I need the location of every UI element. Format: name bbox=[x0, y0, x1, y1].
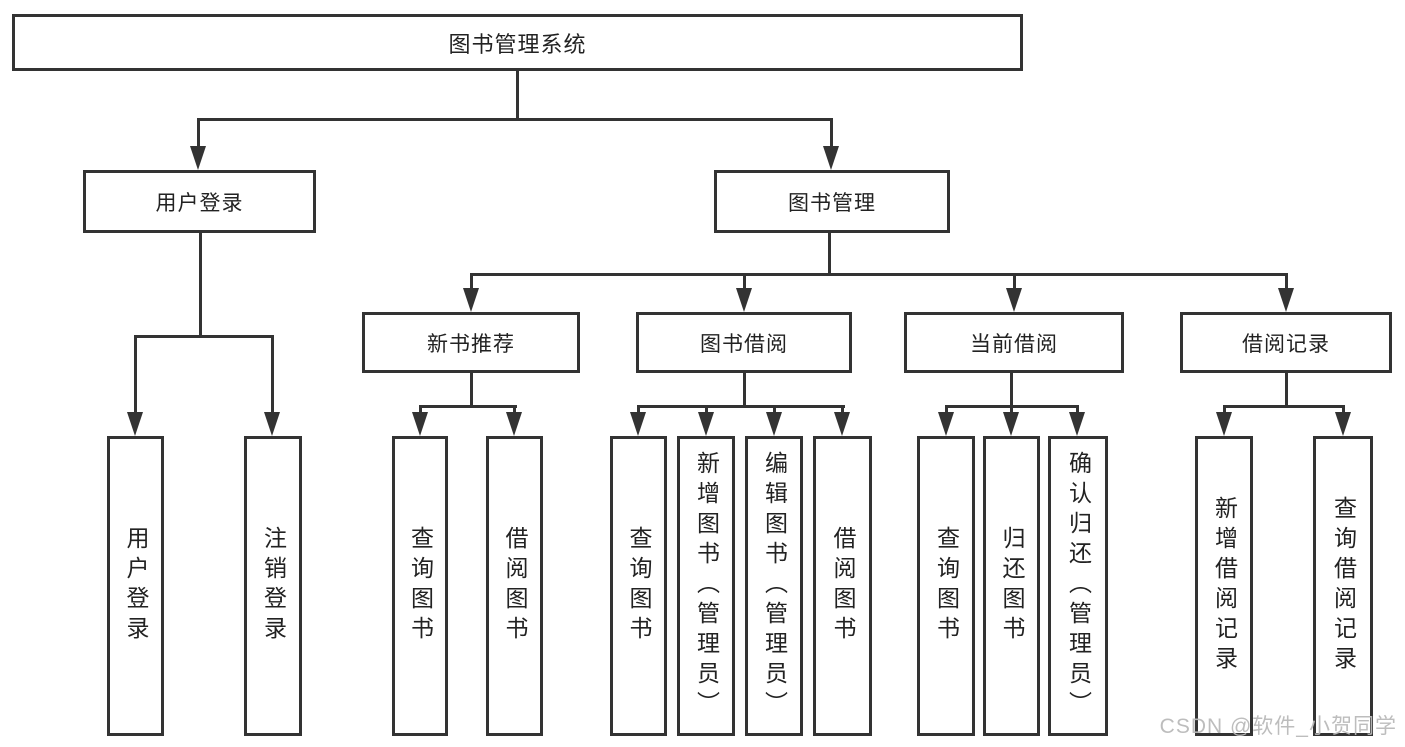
leaf-label: 查询图书 bbox=[407, 526, 434, 646]
node-label: 图书管理系统 bbox=[448, 31, 587, 57]
node-current-borrowing: 当前借阅 bbox=[904, 312, 1124, 373]
connector-line bbox=[1342, 405, 1345, 415]
leaf-query-borrow-record: 查询借阅记录 bbox=[1313, 436, 1373, 736]
node-label: 当前借阅 bbox=[970, 332, 1058, 356]
arrow-down-icon bbox=[834, 412, 850, 436]
leaf-borrow-books-recommend: 借阅图书 bbox=[486, 436, 543, 736]
connector-line bbox=[705, 405, 708, 415]
connector-line bbox=[1223, 405, 1345, 408]
arrow-down-icon bbox=[190, 146, 206, 170]
arrow-down-icon bbox=[1006, 288, 1022, 312]
connector-line bbox=[271, 335, 274, 415]
arrow-down-icon bbox=[1003, 412, 1019, 436]
node-label: 用户登录 bbox=[155, 191, 244, 215]
connector-line bbox=[743, 373, 746, 407]
arrow-down-icon bbox=[938, 412, 954, 436]
connector-line bbox=[945, 405, 948, 415]
leaf-label: 新增图书（管理员） bbox=[693, 451, 720, 721]
leaf-logout: 注销登录 bbox=[244, 436, 302, 736]
csdn-watermark: CSDN @软件_小贺同学 bbox=[1159, 715, 1397, 738]
leaf-add-books-admin: 新增图书（管理员） bbox=[677, 436, 735, 736]
arrow-down-icon bbox=[1216, 412, 1232, 436]
connector-line bbox=[470, 273, 1288, 276]
node-label: 新书推荐 bbox=[427, 332, 515, 356]
leaf-query-books-current: 查询图书 bbox=[917, 436, 975, 736]
leaf-query-books-borrowing: 查询图书 bbox=[610, 436, 667, 736]
leaf-query-books-recommend: 查询图书 bbox=[392, 436, 448, 736]
leaf-label: 确认归还（管理员） bbox=[1065, 451, 1092, 721]
arrow-down-icon bbox=[630, 412, 646, 436]
connector-line bbox=[197, 118, 200, 150]
arrow-down-icon bbox=[1278, 288, 1294, 312]
connector-line bbox=[419, 405, 422, 415]
leaf-label: 新增借阅记录 bbox=[1211, 496, 1238, 676]
node-new-book-recommend: 新书推荐 bbox=[362, 312, 580, 373]
arrow-down-icon bbox=[698, 412, 714, 436]
connector-line bbox=[516, 71, 519, 118]
connector-line bbox=[1223, 405, 1226, 415]
connector-line bbox=[134, 335, 137, 415]
connector-line bbox=[841, 405, 844, 415]
leaf-label: 查询图书 bbox=[626, 526, 652, 646]
node-label: 借阅记录 bbox=[1242, 332, 1330, 356]
arrow-down-icon bbox=[823, 146, 839, 170]
connector-line bbox=[134, 335, 274, 338]
connector-line bbox=[637, 405, 640, 415]
node-book-management: 图书管理 bbox=[714, 170, 950, 233]
leaf-user-login: 用户登录 bbox=[107, 436, 164, 736]
connector-line bbox=[513, 405, 516, 415]
leaf-label: 注销登录 bbox=[260, 526, 287, 646]
leaf-label: 编辑图书（管理员） bbox=[761, 451, 788, 721]
node-label: 图书管理 bbox=[788, 191, 876, 215]
connector-line bbox=[1010, 405, 1013, 415]
connector-line bbox=[1010, 373, 1013, 407]
leaf-label: 借阅图书 bbox=[502, 526, 528, 646]
arrow-down-icon bbox=[264, 412, 280, 436]
leaf-edit-books-admin: 编辑图书（管理员） bbox=[745, 436, 803, 736]
leaf-label: 查询图书 bbox=[933, 526, 960, 646]
connector-line bbox=[637, 405, 845, 408]
connector-line bbox=[773, 405, 776, 415]
connector-line bbox=[830, 118, 833, 150]
node-book-borrowing: 图书借阅 bbox=[636, 312, 852, 373]
leaf-confirm-return-admin: 确认归还（管理员） bbox=[1048, 436, 1108, 736]
connector-line bbox=[197, 118, 833, 121]
leaf-label: 查询借阅记录 bbox=[1330, 496, 1357, 676]
arrow-down-icon bbox=[1069, 412, 1085, 436]
arrow-down-icon bbox=[766, 412, 782, 436]
connector-line bbox=[1076, 405, 1079, 415]
connector-line bbox=[743, 273, 746, 290]
node-user-login: 用户登录 bbox=[83, 170, 316, 233]
arrow-down-icon bbox=[463, 288, 479, 312]
node-label: 图书借阅 bbox=[700, 332, 788, 356]
connector-line bbox=[1285, 273, 1288, 290]
arrow-down-icon bbox=[127, 412, 143, 436]
leaf-label: 归还图书 bbox=[999, 526, 1025, 646]
arrow-down-icon bbox=[736, 288, 752, 312]
leaf-borrow-books: 借阅图书 bbox=[813, 436, 872, 736]
connector-line bbox=[828, 233, 831, 273]
connector-line bbox=[470, 373, 473, 407]
leaf-label: 借阅图书 bbox=[830, 526, 856, 646]
leaf-add-borrow-record: 新增借阅记录 bbox=[1195, 436, 1253, 736]
leaf-label: 用户登录 bbox=[123, 526, 149, 646]
connector-line bbox=[1285, 373, 1288, 407]
node-library-system: 图书管理系统 bbox=[12, 14, 1023, 71]
connector-line bbox=[419, 405, 517, 408]
leaf-return-books: 归还图书 bbox=[983, 436, 1040, 736]
connector-line bbox=[199, 233, 202, 335]
arrow-down-icon bbox=[1335, 412, 1351, 436]
arrow-down-icon bbox=[412, 412, 428, 436]
arrow-down-icon bbox=[506, 412, 522, 436]
connector-line bbox=[470, 273, 473, 290]
node-borrow-records: 借阅记录 bbox=[1180, 312, 1392, 373]
connector-line bbox=[1013, 273, 1016, 290]
